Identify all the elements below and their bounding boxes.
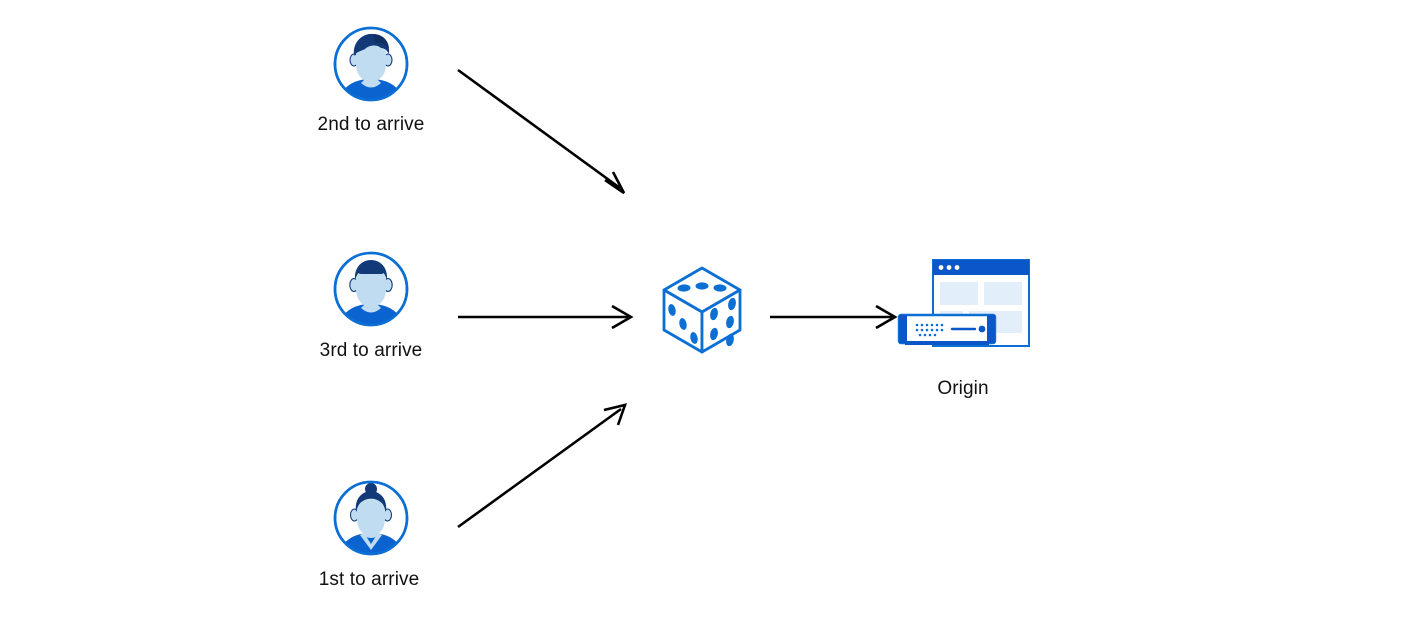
node-user-3rd[interactable] — [331, 249, 411, 329]
node-randomizer-dice[interactable] — [656, 262, 748, 362]
user-avatar-icon — [333, 26, 409, 102]
edge-user2-dice — [457, 68, 626, 195]
edge-user1-dice — [457, 403, 628, 529]
label-origin: Origin — [937, 378, 989, 399]
node-user-2nd[interactable] — [331, 24, 411, 104]
node-origin[interactable] — [895, 255, 1035, 365]
user-avatar-icon — [333, 251, 409, 327]
server-appliance — [897, 313, 997, 345]
label-user-3rd: 3rd to arrive — [319, 340, 423, 361]
label-user-2nd: 2nd to arrive — [317, 114, 425, 135]
label-user-1st: 1st to arrive — [318, 569, 420, 590]
node-user-1st[interactable] — [331, 478, 411, 558]
origin-server-icon — [897, 259, 1030, 347]
dice-icon — [662, 266, 742, 354]
edge-dice-origin — [770, 304, 898, 330]
edge-user3-dice — [458, 304, 634, 330]
user-avatar-icon — [333, 480, 409, 556]
